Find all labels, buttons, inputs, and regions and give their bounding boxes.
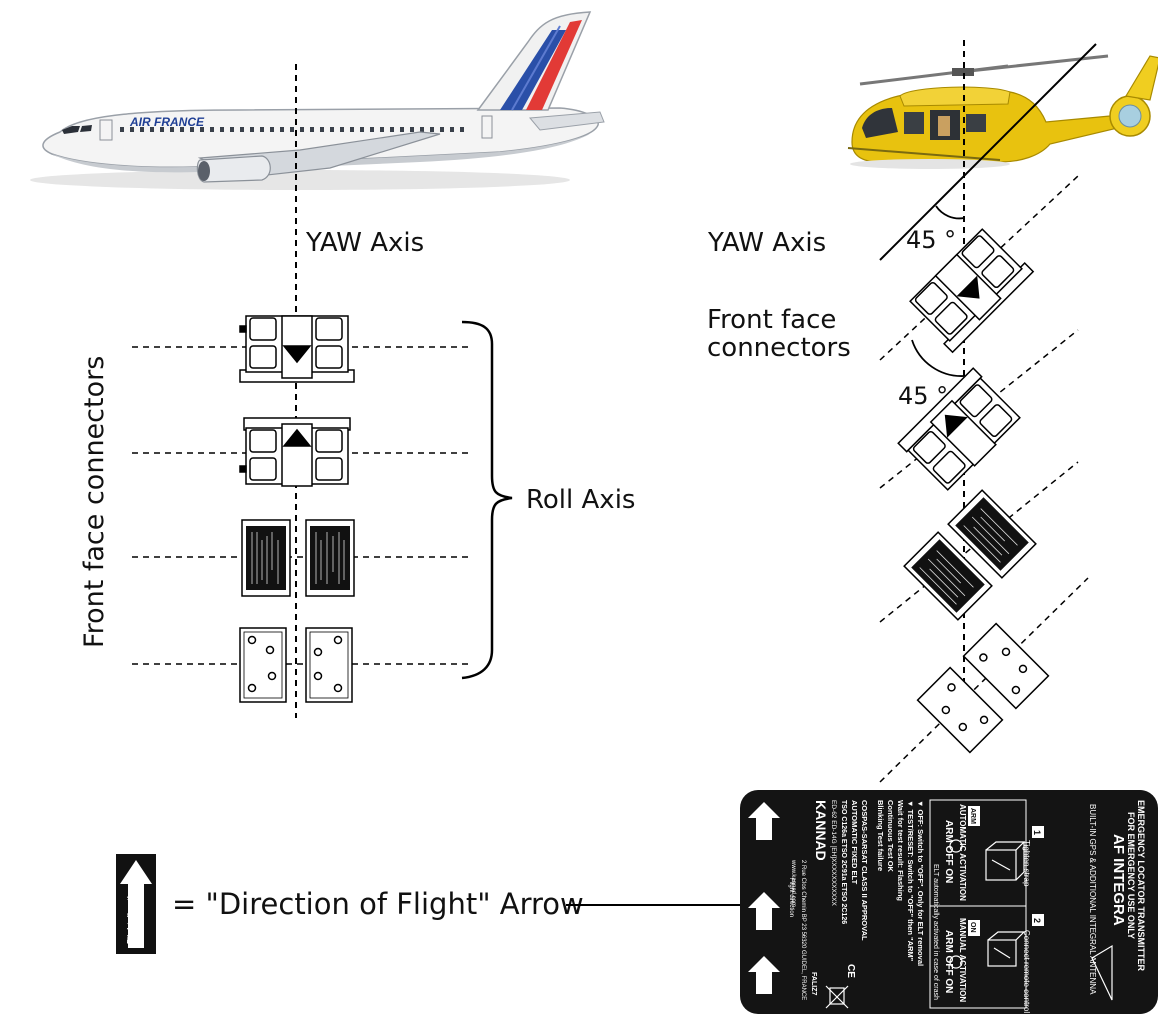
airplane-illustration: AIR FRANCE	[30, 11, 605, 190]
helicopter-yaw-axis-label: YAW Axis	[707, 228, 826, 258]
plate-step2-number: 2	[1032, 918, 1042, 923]
plate-connect-rc: Connect remote control panel "RC"	[1022, 930, 1031, 1016]
elt-bottom-view	[239, 627, 353, 703]
plate-test-failure: Blinking Test failure	[876, 800, 885, 871]
direction-of-flight-arrow-icon: Flight direction	[116, 854, 156, 954]
helicopter-45-degree-reference-line	[879, 43, 1097, 261]
elt-label-view-right	[305, 519, 355, 597]
plate-step1-number: 1	[1032, 830, 1042, 835]
roll-axis-brace	[461, 320, 513, 680]
angle-label-top: 45 °	[906, 226, 956, 254]
plate-step1-badge	[1032, 826, 1044, 838]
plate-arm-tag-text: ARM	[969, 808, 976, 824]
plate-arm-off-on-auto: ARM OFF ON	[943, 820, 954, 883]
plate-arm-off-on-manual: ARM OFF ON	[943, 930, 954, 993]
plate-switch-manual-icon	[949, 955, 963, 969]
plate-rc-panel-illustration	[987, 931, 1026, 967]
plate-address: 2 Rue Clos Chemin BP 23 56320 GUIDEL, FR…	[800, 860, 806, 1000]
plate-flight-direction-text: Flight direction	[788, 878, 794, 917]
elt-label-plate: EMERGENCY LOCATOR TRANSMITTER FOR EMERGE…	[740, 790, 1158, 1016]
plate-brand: KANNAD	[813, 800, 829, 861]
plate-automatic-activation: AUTOMATIC ACTIVATION	[958, 804, 967, 901]
plate-antenna-line: BUILT-IN GPS & ADDITIONAL INTEGRAL ANTEN…	[1088, 804, 1097, 995]
plate-automatic-fixed: AUTOMATIC FIXED ELT	[850, 800, 859, 885]
elt-top-view-a	[239, 315, 355, 383]
plate-product-name: AF INTEGRA	[1110, 834, 1127, 926]
helicopter-elt-label-view-lower	[903, 531, 993, 621]
plate-header-line1: EMERGENCY LOCATOR TRANSMITTER	[1136, 800, 1146, 972]
plate-ce-mark: CE	[845, 964, 856, 978]
helicopter-front-face-label-line1: Front face	[707, 305, 836, 335]
direction-of-flight-caption: = "Direction of Flight" Arrow	[172, 887, 584, 921]
plate-flight-arrow-bottom-icon	[748, 956, 780, 994]
helicopter-elt-label-view-upper	[947, 489, 1037, 579]
plate-header-line2: FOR EMERGENCY USE ONLY	[1126, 812, 1136, 939]
elt-top-view-b	[239, 417, 351, 487]
plate-on-tag	[968, 920, 980, 936]
plate-step2-badge	[1032, 914, 1044, 926]
plate-arm-tag	[968, 806, 980, 826]
plate-website: www.kannad.com	[790, 859, 796, 907]
weee-bin-icon	[825, 985, 849, 1009]
plate-elt-auto-text: ELT automatically activated in case of c…	[932, 864, 939, 1000]
airplane-front-face-connectors-label: Front face connectors	[79, 356, 110, 648]
helicopter-elt-top-view-b	[897, 367, 1021, 491]
plate-part-number: FALIZ7	[810, 972, 817, 995]
airline-livery-text: AIR FRANCE	[129, 115, 205, 129]
helicopter-elt-bottom-view-upper	[962, 622, 1050, 710]
roll-axis-label: Roll Axis	[526, 485, 635, 515]
helicopter-illustration	[847, 54, 1158, 169]
plate-strap-illustration	[985, 841, 1026, 881]
arrow-icon-text: Flight direction	[126, 886, 135, 944]
airplane-yaw-axis-label: YAW Axis	[305, 228, 424, 258]
plate-logo-swoosh-icon	[1091, 944, 1113, 1001]
airplane-roll-reference-lines	[132, 346, 470, 665]
plate-tighten-strap: Tighten strap	[1022, 840, 1031, 887]
plate-flight-arrow-mid-icon	[748, 892, 780, 930]
plate-switch-auto-icon	[949, 839, 963, 853]
helicopter-elt-top-view-a	[909, 228, 1035, 354]
angle-arc-top	[935, 205, 965, 220]
plate-cospas-approval: COSPAS-SARSAT CLASS II APPROVAL	[860, 800, 869, 941]
plate-wait-instruction: Wait for test result: Flashing	[896, 800, 905, 901]
plate-off-instruction: ▼ OFF: Switch to "OFF". Only for ELT rem…	[916, 800, 925, 966]
angle-arc-bottom	[911, 339, 965, 377]
plate-test-ok: Continuous Test OK	[886, 800, 895, 873]
plate-tso: TSO C126a ETSO 2C91a ETSO 2C126	[840, 800, 847, 924]
plate-test-instruction: ▼ TEST/RESET: Switch to "OFF" then "ARM"	[906, 800, 915, 962]
helicopter-front-face-label-line2: connectors	[707, 333, 851, 363]
plate-ed-code: ED-62 ED-14G [EH]XXXXXXXXXXX	[830, 800, 837, 907]
plate-on-tag-text: ON	[969, 922, 976, 933]
elt-label-view-left	[241, 519, 291, 597]
plate-flight-arrow-top-icon	[748, 802, 780, 840]
plate-manual-activation: MANUAL ACTIVATION	[958, 918, 967, 1002]
helicopter-elt-bottom-view-lower	[916, 666, 1004, 754]
